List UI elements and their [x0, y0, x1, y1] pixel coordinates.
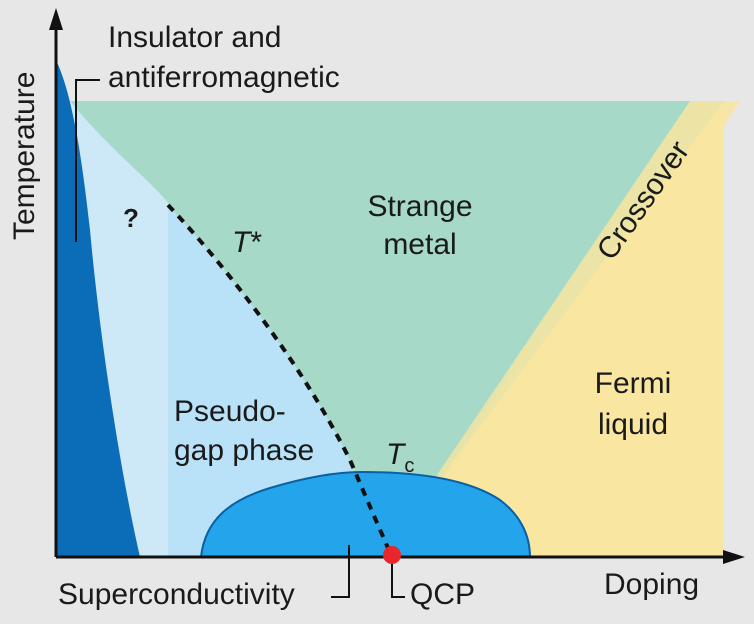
- tc-subscript: c: [404, 455, 414, 477]
- superconducting-dome: [199, 470, 532, 558]
- strange-metal-label-line1: Strange: [367, 190, 472, 223]
- insulator-callout-line: [75, 79, 100, 242]
- crossover-band: [420, 101, 740, 520]
- y-axis-label: Temperature: [8, 72, 41, 240]
- fermi-liquid-label-line2: liquid: [598, 408, 668, 441]
- t-star-suffix: *: [250, 226, 262, 259]
- tc-label: Tc: [386, 438, 414, 477]
- t-star-label: T*: [232, 226, 262, 259]
- qcp-label: QCP: [410, 578, 475, 611]
- x-axis-label: Doping: [604, 568, 699, 601]
- superconductivity-label: Superconductivity: [58, 578, 295, 611]
- superconductivity-callout-line: [331, 545, 350, 598]
- t-star-curve: [166, 203, 394, 558]
- tc-base: T: [386, 438, 407, 471]
- fermi-liquid-label-line1: Fermi: [595, 367, 672, 400]
- y-axis-arrow: [49, 8, 63, 30]
- insulator-label-line2: antiferromagnetic: [108, 61, 340, 94]
- qcp-callout-line: [391, 560, 405, 598]
- strange-metal-label-line2: metal: [383, 228, 456, 261]
- unknown-marker: ?: [123, 203, 139, 233]
- pseudogap-label-line2: gap phase: [174, 434, 314, 467]
- t-star-base: T: [232, 226, 253, 259]
- x-axis-arrow: [723, 550, 745, 564]
- pseudogap-label-line1: Pseudo-: [174, 395, 286, 428]
- pseudogap-region: [168, 205, 392, 557]
- insulator-label-line1: Insulator and: [108, 21, 281, 54]
- qcp-point: [383, 546, 401, 564]
